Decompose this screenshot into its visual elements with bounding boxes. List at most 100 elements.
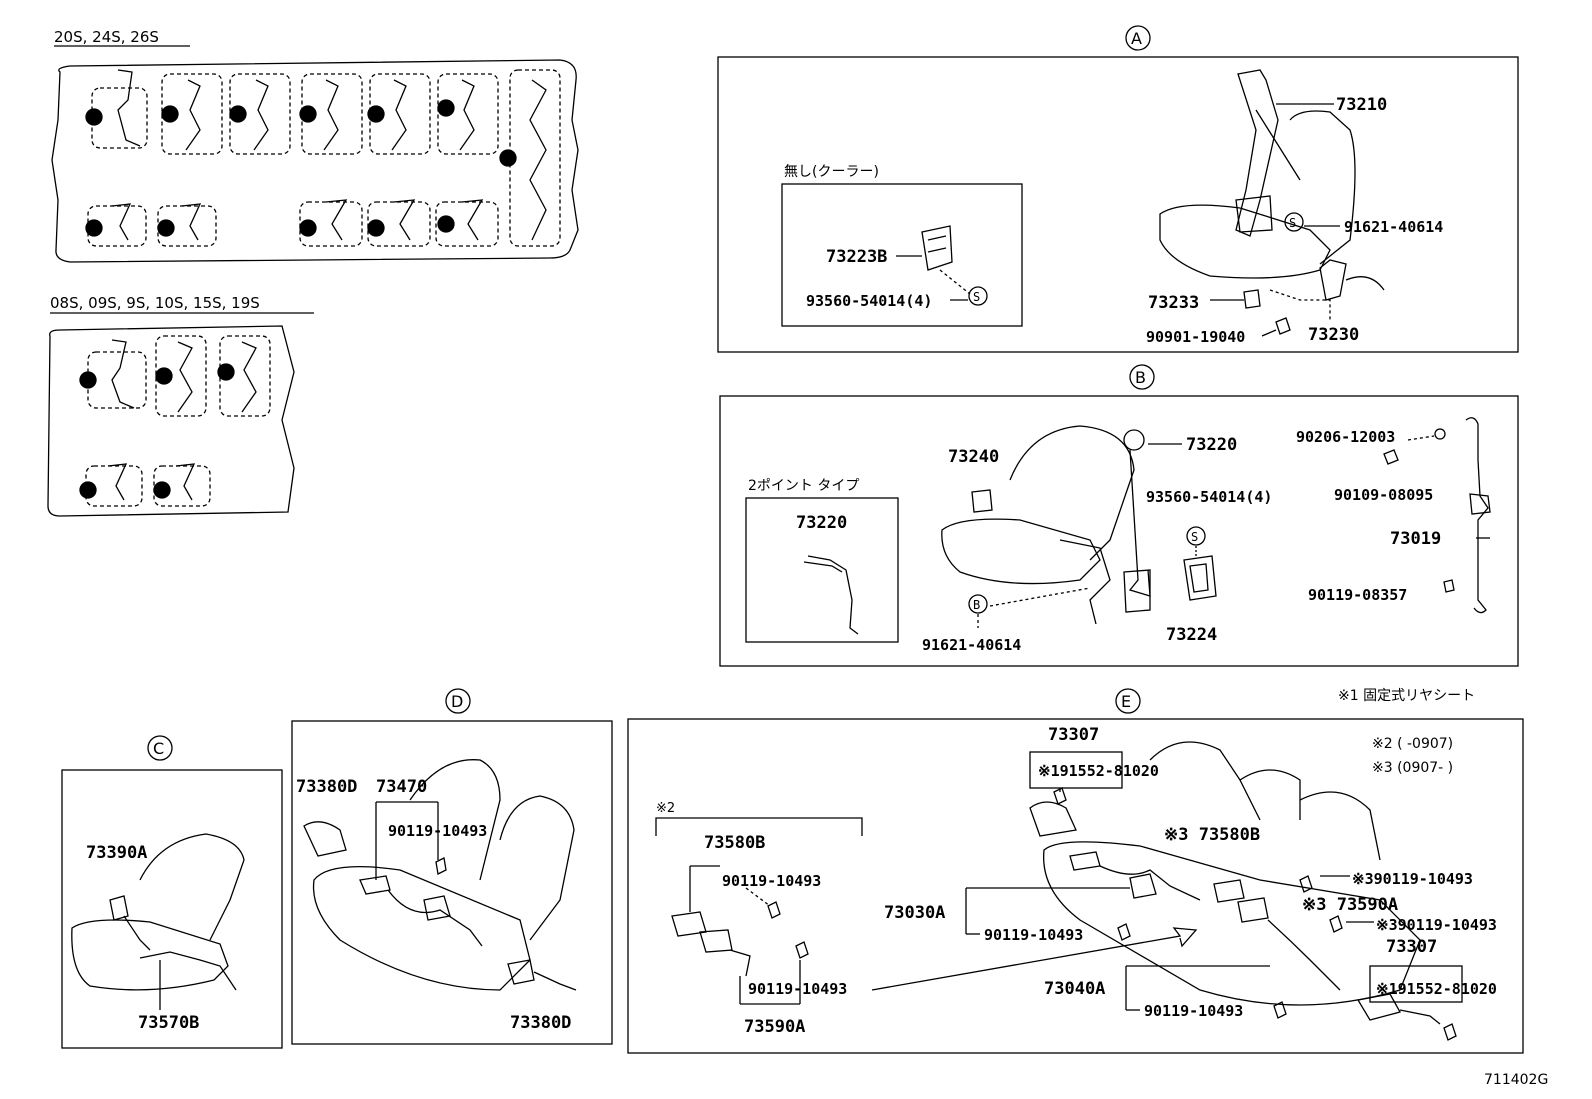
part-91621-40614: 91621-40614: [1344, 218, 1443, 236]
section-b-marker: B: [1135, 368, 1146, 387]
section-b-labels: 73220 73240 73220 93560-54014(4) 91621-4…: [796, 428, 1441, 654]
layout-bottom-markers: A D D B C: [79, 363, 235, 499]
layout-top-belts: [111, 69, 547, 241]
layout-bottom-outline: [47, 325, 295, 517]
section-d-frame: [291, 720, 613, 1045]
svg-text:D: D: [159, 369, 166, 383]
part-73220-inset: 73220: [796, 513, 847, 533]
part-93560-54014: 93560-54014(4): [806, 292, 932, 310]
part-73570B: 73570B: [138, 1013, 199, 1033]
part-90119-10493-inset2: 90119-10493: [748, 980, 847, 998]
part-90119-10493-e1: ※390119-10493: [1352, 870, 1473, 888]
svg-text:D: D: [441, 101, 448, 115]
part-90119-08357: 90119-08357: [1308, 586, 1407, 604]
part-90119-10493-inset1: 90119-10493: [722, 872, 821, 890]
part-73223B: 73223B: [826, 247, 887, 267]
layout-top-outline: [51, 59, 579, 263]
part-91552-81020-2: ※191552-81020: [1376, 980, 1497, 998]
section-a-inset: [781, 183, 1023, 327]
figure-code: 711402G: [1484, 1072, 1548, 1088]
svg-text:E: E: [503, 151, 510, 165]
svg-text:B: B: [89, 221, 96, 235]
note-3: ※3 (0907- ): [1372, 760, 1453, 776]
part-73580B-inset: 73580B: [704, 833, 765, 853]
section-e-labels: 73307 ※191552-81020 ※3 73580B ※390119-10…: [704, 725, 1497, 1037]
section-c-frame: [61, 769, 283, 1049]
part-73390A: 73390A: [86, 843, 147, 863]
svg-text:D: D: [165, 107, 172, 121]
part-90109-08095: 90109-08095: [1334, 486, 1433, 504]
part-90901-19040: 90901-19040: [1146, 328, 1245, 346]
layout-bottom-belts: [107, 339, 257, 501]
part-73220: 73220: [1186, 435, 1237, 455]
part-73380D: 73380D: [296, 777, 357, 797]
svg-text:S: S: [973, 290, 980, 304]
svg-text:D: D: [221, 365, 228, 379]
part-73580B-e: ※3 73580B: [1164, 825, 1260, 845]
part-90206-12003: 90206-12003: [1296, 428, 1395, 446]
note-2: ※2 ( -0907): [1372, 736, 1453, 752]
svg-text:C: C: [157, 483, 164, 497]
part-91552-81020: ※191552-81020: [1038, 762, 1159, 780]
svg-text:C: C: [371, 221, 378, 235]
part-73307: 73307: [1048, 725, 1099, 745]
part-73470: 73470: [376, 777, 427, 797]
svg-text:D: D: [303, 107, 310, 121]
section-d-marker: D: [451, 692, 463, 711]
svg-text:C: C: [161, 221, 168, 235]
section-a-frame: [717, 56, 1519, 353]
part-73590A-inset: 73590A: [744, 1017, 805, 1037]
svg-text:D: D: [371, 107, 378, 121]
layout-top-title: 20S, 24S, 26S: [54, 28, 159, 46]
svg-text:D: D: [233, 107, 240, 121]
layout-top-markers: A D D D D D E B C C C C: [85, 99, 517, 237]
part-73590A-e: ※3 73590A: [1302, 895, 1398, 915]
part-90119-10493-e4: 90119-10493: [1144, 1002, 1243, 1020]
part-73030A: 73030A: [884, 903, 945, 923]
part-73307-2: 73307: [1386, 937, 1437, 957]
part-93560-54014-b: 93560-54014(4): [1146, 488, 1272, 506]
part-73224: 73224: [1166, 625, 1217, 645]
section-b-frame: [719, 395, 1519, 667]
part-73210: 73210: [1336, 95, 1387, 115]
part-90119-10493-e2: ※390119-10493: [1376, 916, 1497, 934]
note-1: ※1 固定式リヤシート: [1338, 688, 1475, 704]
layout-top-seats: [87, 69, 561, 247]
svg-text:S: S: [1191, 530, 1198, 544]
section-b-inset-title: 2ポイント タイプ: [748, 478, 859, 494]
svg-text:B: B: [83, 483, 90, 497]
part-90119-10493-d: 90119-10493: [388, 822, 487, 840]
section-c-marker: C: [153, 739, 164, 758]
section-d: D: [291, 688, 613, 1045]
svg-text:A: A: [83, 373, 91, 387]
svg-text:B: B: [973, 598, 980, 612]
section-c: C: [61, 735, 283, 1049]
section-b: B 2ポイント タイプ S B: [719, 364, 1519, 667]
section-a-inset-title: 無し(クーラー): [784, 164, 879, 180]
svg-text:C: C: [441, 217, 448, 231]
part-73380D-2: 73380D: [510, 1013, 571, 1033]
section-e-frame: [627, 718, 1524, 1054]
svg-text:S: S: [1289, 216, 1296, 230]
section-a: A 無し(クーラー) S S: [717, 25, 1519, 353]
part-73233: 73233: [1148, 293, 1199, 313]
section-e: E ※2: [627, 688, 1524, 1054]
layout-bottom-title: 08S, 09S, 9S, 10S, 15S, 19S: [50, 294, 260, 312]
section-a-labels: 73210 91621-40614 73223B 93560-54014(4) …: [806, 95, 1443, 346]
section-b-inset: [745, 497, 899, 643]
part-91621-40614-b: 91621-40614: [922, 636, 1021, 654]
svg-text:A: A: [89, 110, 97, 124]
section-a-marker: A: [1131, 29, 1142, 48]
section-d-labels: 73380D 73470 90119-10493 73380D: [296, 777, 571, 1033]
section-e-notes: ※1 固定式リヤシート ※2 ( -0907) ※3 (0907- ): [1338, 688, 1475, 776]
layout-bottom-seats: [85, 335, 271, 507]
part-73240: 73240: [948, 447, 999, 467]
part-73230: 73230: [1308, 325, 1359, 345]
section-c-labels: 73390A 73570B: [86, 843, 199, 1033]
section-e-marker: E: [1121, 692, 1131, 711]
part-90119-10493-e3: 90119-10493: [984, 926, 1083, 944]
part-73019: 73019: [1390, 529, 1441, 549]
svg-text:C: C: [303, 221, 310, 235]
section-e-inset-title: ※2: [656, 801, 675, 816]
